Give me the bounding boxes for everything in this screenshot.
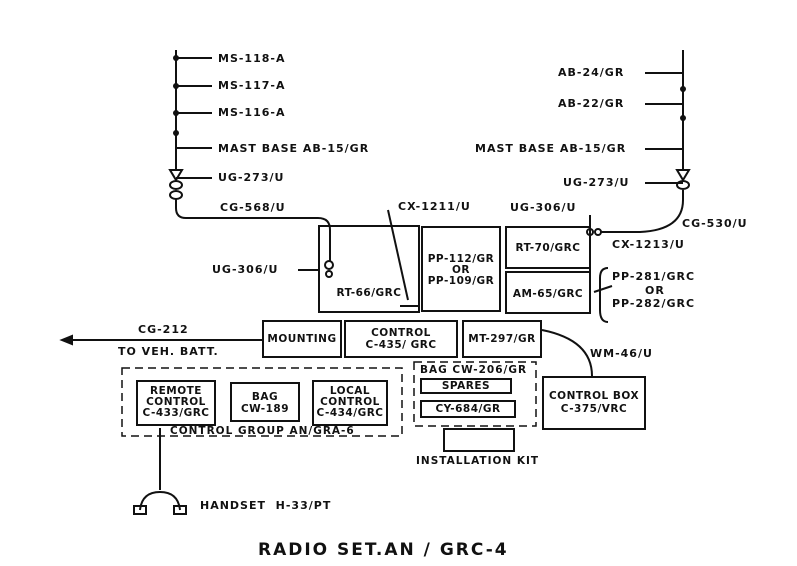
pp281-or: OR (645, 284, 665, 297)
pp109-label: PP-109/GR (427, 275, 495, 287)
c435-label: C-435/ GRC (365, 339, 437, 351)
mounting-label: MOUNTING (267, 333, 337, 345)
right-coupler-label: UG-273/U (563, 176, 630, 189)
mounting-box: MOUNTING (262, 320, 342, 358)
local-control-box: LOCAL CONTROL C-434/GRC (312, 380, 388, 426)
installation-kit-box (443, 428, 515, 452)
rt70-box: RT-70/GRC (505, 226, 591, 269)
remote-control-box: REMOTE CONTROL C-433/GRC (136, 380, 216, 426)
am65-box: AM-65/GRC (505, 271, 591, 314)
remote-label: REMOTE (150, 385, 202, 397)
left-coupler-symbol (168, 169, 184, 182)
cy684-label: CY-684/GR (435, 403, 501, 415)
right-cable-label: CG-530/U (682, 217, 748, 230)
cx1211-label: CX-1211/U (398, 200, 471, 213)
cy684-box: CY-684/GR (420, 400, 516, 418)
left-antenna-item: MS-118-A (218, 52, 286, 65)
am65-label: AM-65/GRC (512, 288, 584, 300)
remote-control-label: CONTROL (146, 396, 206, 408)
control-box-c435: CONTROL C-435/ GRC (344, 320, 458, 358)
control-label: CONTROL (371, 327, 431, 339)
c375-label: C-375/VRC (560, 403, 628, 415)
to-batt-label: TO VEH. BATT. (118, 345, 219, 358)
right-cable (600, 190, 684, 233)
rt70-label: RT-70/GRC (515, 242, 581, 254)
right-antenna-item: AB-24/GR (558, 66, 625, 79)
installation-kit-outline (413, 361, 537, 427)
c434-label: C-434/GRC (316, 407, 384, 419)
local-label: LOCAL (329, 385, 371, 397)
control-box-label: CONTROL BOX (548, 390, 640, 402)
right-antenna-item: AB-22/GR (558, 97, 625, 110)
pp281-label: PP-281/GRC (612, 270, 696, 283)
cg212-label: CG-212 (138, 323, 189, 336)
spares-box: SPARES (420, 378, 512, 394)
cw189-label: CW-189 (240, 403, 290, 415)
bag-label: BAG (251, 391, 279, 403)
control-group-label: CONTROL GROUP AN/GRA-6 (170, 425, 355, 437)
installation-kit-label: INSTALLATION KIT (416, 455, 540, 467)
bag-cw189-box: BAG CW-189 (230, 382, 300, 422)
rt66-box: RT-66/GRC (319, 226, 419, 312)
left-connector-label: UG-306/U (212, 263, 279, 276)
spares-label: SPARES (441, 380, 491, 392)
mt297-label: MT-297/GR (468, 333, 536, 345)
control-box-c375: CONTROL BOX C-375/VRC (542, 376, 646, 430)
wm46-cable (541, 329, 593, 377)
right-antenna-item: MAST BASE AB-15/GR (475, 142, 627, 155)
control-group-outline (121, 367, 403, 437)
handset-label: HANDSET H-33/PT (200, 499, 332, 512)
pp112-box: PP-112/GR OR PP-109/GR (421, 226, 501, 312)
left-antenna-item: MAST BASE AB-15/GR (218, 142, 370, 155)
pp282-label: PP-282/GRC (612, 297, 696, 310)
rt66-group-outline (318, 225, 420, 313)
pp112-or: OR (451, 264, 470, 276)
rt66-label: RT-66/GRC (336, 287, 402, 299)
handset-icon (139, 490, 181, 511)
local-control-label: CONTROL (320, 396, 380, 408)
wm46-label: WM-46/U (590, 347, 653, 360)
page-title: RADIO SET.AN / GRC-4 (258, 540, 509, 560)
left-coupler-label: UG-273/U (218, 171, 285, 184)
mt297-box: MT-297/GR (462, 320, 542, 358)
c433-label: C-433/GRC (142, 407, 210, 419)
left-cable-label: CG-568/U (220, 201, 286, 214)
cx1213-label: CX-1213/U (612, 238, 685, 251)
right-connector-label: UG-306/U (510, 201, 577, 214)
left-antenna-item: MS-116-A (218, 106, 286, 119)
right-coupler-symbol (675, 169, 691, 182)
left-antenna-item: MS-117-A (218, 79, 286, 92)
bag-cw206-label: BAG CW-206/GR (420, 364, 528, 376)
pp112-label: PP-112/GR (427, 253, 495, 265)
